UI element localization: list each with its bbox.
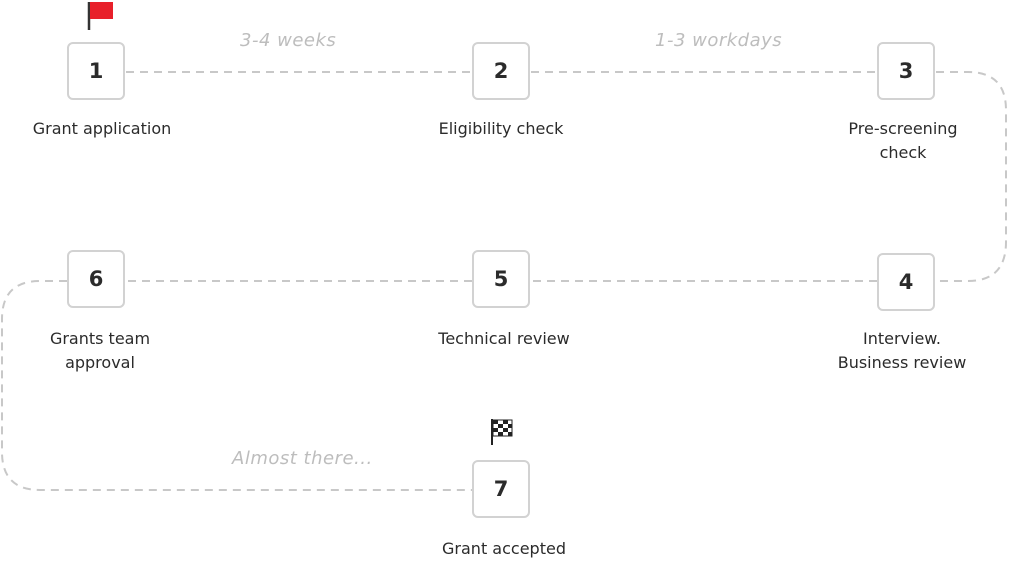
red-flag-icon	[87, 2, 113, 30]
step-box-3: 3	[877, 42, 935, 100]
step-box-4: 4	[877, 253, 935, 311]
step-label-1: Grant application	[32, 119, 172, 138]
step-label-2: Eligibility check	[438, 119, 564, 138]
step-box-5: 5	[472, 250, 530, 308]
step-label-4: Interview. Business review	[837, 329, 967, 372]
step-label-3: Pre-screening check	[848, 119, 958, 162]
step-label-5: Technical review	[438, 329, 570, 348]
step-box-6: 6	[67, 250, 125, 308]
duration-label-1-2: 3-4 weeks	[240, 30, 337, 51]
connector-3-4	[935, 71, 1007, 282]
step-label-6: Grants team approval	[49, 329, 151, 372]
duration-label-6-7: Almost there...	[232, 448, 373, 469]
duration-label-2-3: 1-3 workdays	[655, 30, 783, 51]
connector-6-7	[1, 280, 472, 491]
step-box-7: 7	[472, 460, 530, 518]
step-box-1: 1	[67, 42, 125, 100]
step-box-2: 2	[472, 42, 530, 100]
step-label-7: Grant accepted	[442, 539, 566, 558]
checkered-flag-icon	[491, 419, 513, 445]
